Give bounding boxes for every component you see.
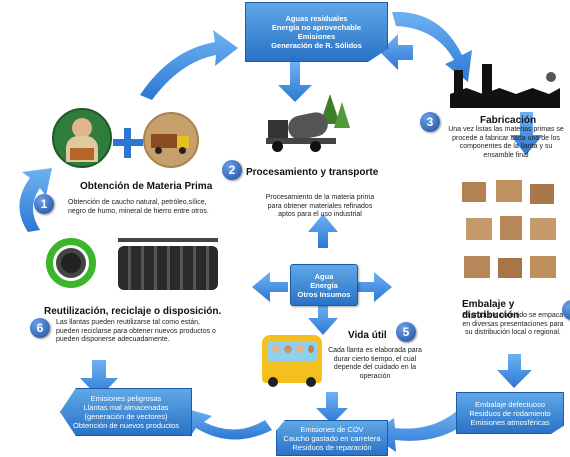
arrow-center-right xyxy=(356,272,392,302)
step-4-title: Embalaje y distribución xyxy=(462,299,520,321)
step-4-desc-line: su distribución local o regional. xyxy=(465,329,561,336)
top-box-line: Aguas residuales xyxy=(285,14,348,23)
step-1-desc-line: negro de humo, mineral de hierro entre o… xyxy=(68,207,209,215)
arrow-packaging-down xyxy=(497,354,532,388)
step-5-badge: 5 xyxy=(396,322,416,342)
packaging-boxes-icon xyxy=(460,178,560,290)
step-5-desc-line: durar cierto tiempo, el cual xyxy=(333,355,417,363)
arrow-1-to-2 xyxy=(140,30,238,100)
step-2-badge: 2 xyxy=(222,160,242,180)
step-3-desc-line: Una vez listas las materias primas se xyxy=(448,126,564,133)
center-box-line: Energía xyxy=(310,280,338,290)
arrow-6-down xyxy=(80,360,118,398)
step-3-desc-line: procede a fabricar cada uno de los xyxy=(452,134,560,142)
bottom-box-line: Emisiones de COV xyxy=(300,424,364,434)
left-box-line: Llantas mal almacenadas xyxy=(83,403,169,412)
step-1-title: Obtención de Materia Prima xyxy=(80,181,213,192)
step-4-badge xyxy=(562,300,570,320)
bottom-output-box: Emisiones de COV Caucho gastado en carre… xyxy=(276,420,388,456)
step-6-description: Las llantas pueden reutilizarse tal como… xyxy=(56,319,216,345)
center-input-box: Agua Energía Otros Insumos xyxy=(290,264,358,306)
top-box-line: Emisiones xyxy=(297,32,336,41)
farmer-icon xyxy=(52,108,112,168)
step-1-desc-line: Obtención de caucho natural, petróleo,sí… xyxy=(68,199,207,206)
bottom-box-line: Caucho gastado en carretera xyxy=(283,433,381,443)
step-4-desc-line: El producto obtenido se empaca xyxy=(462,312,564,319)
right-box-line: Residuos de rodamiento xyxy=(469,408,551,418)
step-2-desc-line: para obtener materiales refinados xyxy=(267,202,373,210)
step-5-desc-line: Cada llanta es elaborada para xyxy=(328,347,422,354)
arrow-3-to-packaging xyxy=(510,112,543,155)
arrow-to-top-box xyxy=(380,34,413,70)
step-2-desc-line: Procesamiento de la materia prima xyxy=(265,194,375,201)
recycle-tire-icon xyxy=(42,236,104,288)
top-output-box: Aguas residuales Energía no aprovechable… xyxy=(245,2,388,62)
step-2-desc-line: aptos para el uso industrial xyxy=(278,211,362,218)
step-3-title: Fabricación xyxy=(480,115,537,126)
arrow-center-up xyxy=(308,214,338,248)
step-3-desc-line: ensamble final xyxy=(483,151,529,159)
step-1-badge: 1 xyxy=(34,194,54,214)
step-6-title: Reutilización, reciclaje o disposición. xyxy=(44,306,222,317)
arrow-bottom-to-left xyxy=(184,408,272,440)
step-3-description: Una vez listas las materias primas se pr… xyxy=(442,126,570,160)
truck-icon xyxy=(143,112,199,168)
step-4-description: El producto obtenido se empaca en divers… xyxy=(456,312,570,338)
right-box-line: Embalaje defectuoso xyxy=(474,399,546,409)
arrow-2-to-top-box xyxy=(278,62,312,102)
step-1-description: Obtención de caucho natural, petróleo,sí… xyxy=(68,199,209,216)
plus-sign xyxy=(113,128,143,158)
step-5-title: Vida útil xyxy=(348,330,387,341)
step-5-description: Cada llanta es elaborada para durar cier… xyxy=(325,347,425,381)
step-5-desc-line: operación xyxy=(359,372,391,380)
step-6-desc-line: pueden disponerse adecuadamente. xyxy=(56,336,170,343)
arrow-6-to-1 xyxy=(19,168,52,232)
factory-icon xyxy=(450,64,562,110)
arrow-center-left xyxy=(252,272,288,302)
step-2-description: Procesamiento de la materia prima para o… xyxy=(250,194,390,220)
left-box-line: Emisiones peligrosas xyxy=(90,394,162,403)
bottom-box-line: Residuos de reparación xyxy=(292,442,372,452)
center-box-line: Otros Insumos xyxy=(297,289,351,299)
arrow-to-factory xyxy=(392,11,472,82)
step-6-desc-line: Las llantas pueden reutilizarse tal como… xyxy=(56,319,200,326)
step-5-desc-line: depende del cuidado en la xyxy=(333,364,417,371)
tire-stack-icon xyxy=(118,238,220,294)
step-3-desc-line: componentes de la llanta y su xyxy=(459,143,553,150)
top-box-line: Generación de R. Sólidos xyxy=(271,41,362,50)
arrow-5-down xyxy=(316,392,348,424)
step-2-title: Procesamiento y transporte xyxy=(246,167,379,178)
right-output-box: Embalaje defectuoso Residuos de rodamien… xyxy=(456,392,564,434)
step-4-desc-line: en diversas presentaciones para xyxy=(462,320,564,328)
step-3-badge: 3 xyxy=(420,112,440,132)
arrow-right-to-bottom xyxy=(370,410,470,452)
left-box-line: (generación de vectores) xyxy=(84,412,168,421)
arrow-center-down xyxy=(308,305,338,335)
center-box-line: Agua xyxy=(314,271,334,281)
mixer-truck-icon xyxy=(258,92,354,154)
step-6-badge: 6 xyxy=(30,318,50,338)
bus-icon xyxy=(262,335,322,387)
left-output-box: Emisiones peligrosas Llantas mal almacen… xyxy=(60,388,192,436)
top-box-line: Energía no aprovechable xyxy=(271,23,362,32)
right-box-line: Emisiones atmosféricas xyxy=(470,417,550,427)
step-6-desc-line: pueden reciclarse para obtener nuevos pr… xyxy=(56,327,216,335)
left-box-line: Obtención de nuevos productos xyxy=(73,421,179,430)
